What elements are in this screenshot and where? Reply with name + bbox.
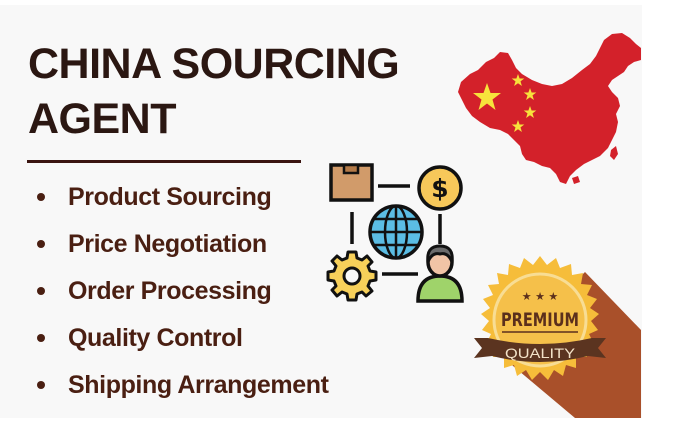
title-line-1: CHINA SOURCING	[28, 40, 400, 88]
service-item: Product Sourcing	[36, 180, 329, 227]
title-divider	[27, 160, 301, 163]
badge-ribbon-text: QUALITY	[505, 345, 576, 361]
box-icon	[329, 163, 374, 202]
bullet-icon	[37, 334, 45, 342]
title-line-2: AGENT	[28, 95, 177, 143]
china-flag-map-icon	[458, 33, 641, 184]
service-item: Price Negotiation	[36, 227, 329, 274]
badge-seal: ★ ★ ★ PREMIUM QUALITY	[474, 256, 606, 380]
bullet-icon	[37, 240, 45, 248]
dollar-coin-icon: $	[417, 165, 463, 211]
service-item: Shipping Arrangement	[36, 368, 329, 415]
bullet-icon	[37, 287, 45, 295]
bullet-icon	[37, 381, 45, 389]
badge-title: PREMIUM	[501, 309, 579, 331]
premium-quality-badge: ★ ★ ★ PREMIUM QUALITY	[474, 256, 641, 418]
service-item: Order Processing	[36, 274, 329, 321]
service-label: Product Sourcing	[68, 183, 272, 211]
services-list: Product Sourcing Price Negotiation Order…	[36, 180, 329, 415]
service-label: Shipping Arrangement	[68, 371, 329, 399]
svg-text:★ ★ ★: ★ ★ ★	[522, 290, 559, 303]
service-label: Quality Control	[68, 324, 243, 352]
service-label: Price Negotiation	[68, 230, 267, 258]
service-label: Order Processing	[68, 277, 272, 305]
bullet-icon	[37, 193, 45, 201]
globe-icon	[368, 204, 424, 260]
sourcing-network-icon: $	[326, 163, 464, 303]
gear-icon	[326, 250, 378, 302]
svg-text:$: $	[431, 174, 448, 203]
banner-panel: CHINA SOURCING AGENT Product Sourcing Pr…	[0, 5, 642, 418]
person-icon	[416, 244, 464, 303]
service-item: Quality Control	[36, 321, 329, 368]
